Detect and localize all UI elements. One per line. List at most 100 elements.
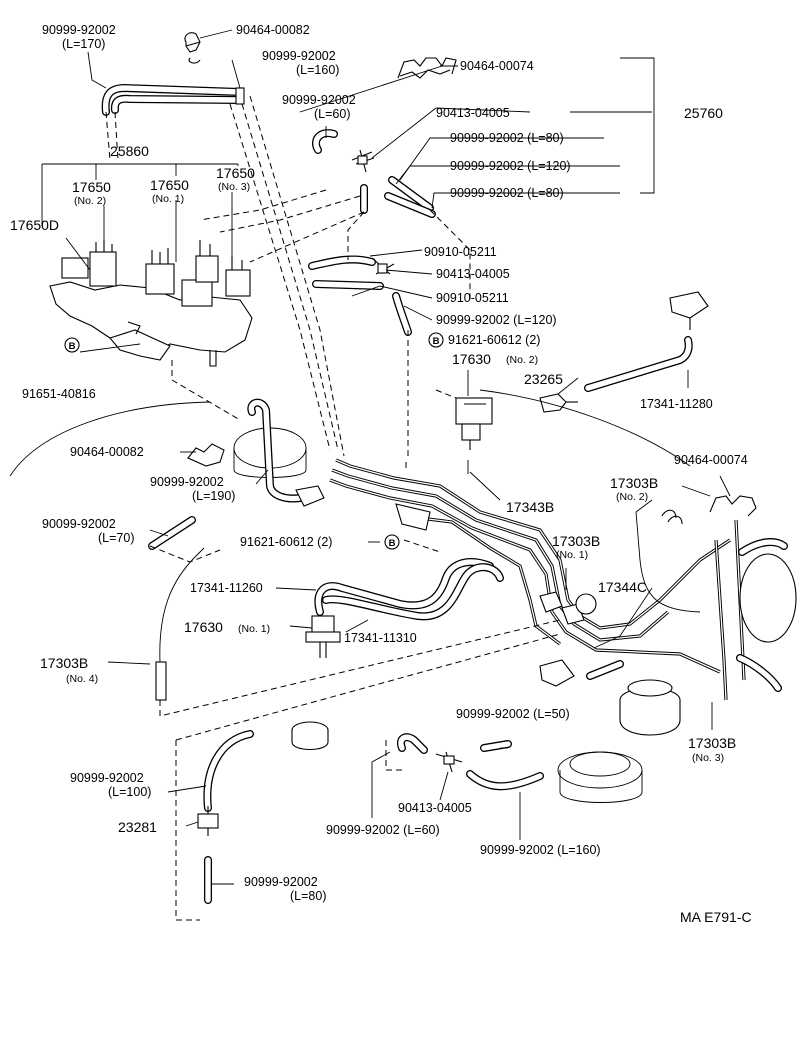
label-c12b: (No. 2) — [74, 195, 106, 207]
label-c11: 25860 — [110, 143, 149, 159]
hoses-l80-l120-l80-top — [360, 176, 436, 218]
label-c29b: (No. 2) — [616, 491, 648, 503]
body-outline — [9, 389, 691, 477]
label-c10: 90999-92002 (L=80) — [450, 186, 564, 200]
hose-l60-bottom — [397, 733, 428, 754]
label-c24: 91651-40816 — [22, 387, 96, 401]
hose-l170-l160 — [101, 83, 245, 116]
label-c02: 90464-00082 — [236, 23, 310, 37]
bolt-marker-b2: B — [64, 337, 80, 353]
vsv-17630-no1 — [305, 615, 341, 658]
clip-90464-00082-mid — [187, 443, 225, 467]
label-c17: 90413-04005 — [436, 267, 510, 281]
hose-l70 — [148, 516, 196, 550]
label-c40: 17303B — [688, 735, 736, 751]
label-c06: 90413-04005 — [436, 106, 510, 120]
tee-90413-04005-bottom — [435, 751, 463, 773]
label-c37b: (No. 4) — [66, 673, 98, 685]
bolt-marker-b1: B — [428, 332, 444, 348]
hose-90910-05211-lower — [312, 280, 384, 290]
label-c26: 90999-92002 — [150, 475, 224, 489]
dashed-routing-lines — [105, 95, 561, 921]
label-c37: 17303B — [40, 655, 88, 671]
label-c28: 90464-00074 — [674, 453, 748, 467]
small-valve-lower — [539, 659, 624, 687]
label-c35: 17630 — [184, 619, 223, 635]
label-c29: 17303B — [610, 475, 658, 491]
label-c12: 17650 — [72, 179, 111, 195]
label-c14: 17650 — [216, 165, 255, 181]
distributor-outline — [557, 751, 643, 803]
bolt-marker-letter: B — [433, 336, 440, 347]
label-c33: 17341-11260 — [190, 581, 263, 595]
label-c03: 90999-92002 — [262, 49, 336, 63]
label-c05b: (L=60) — [314, 107, 350, 121]
label-c27: 17343B — [506, 499, 554, 515]
tee-90413-04005-top — [351, 149, 375, 173]
sensor-lower-mid — [291, 721, 329, 751]
diaphragm-lower — [619, 679, 681, 736]
label-c40b: (No. 3) — [692, 752, 724, 764]
label-c01b: (L=170) — [62, 37, 105, 51]
actuator-right — [736, 538, 797, 692]
label-c22: 23265 — [524, 371, 563, 387]
clip-90464-00082-top — [184, 32, 201, 64]
filter-23281 — [197, 806, 219, 836]
label-c46: MA E791-C — [680, 909, 752, 925]
label-c43: 90999-92002 (L=60) — [326, 823, 440, 837]
hose-90910-05211-upper — [308, 255, 376, 270]
label-c03b: (L=160) — [296, 63, 339, 77]
label-c20: 91621-60612 (2) — [448, 333, 540, 347]
label-c39b: (L=100) — [108, 785, 151, 799]
vsv-17630-no2 — [455, 397, 493, 450]
vsv-bracket-assembly — [49, 240, 253, 367]
label-c45b: (L=80) — [290, 889, 326, 903]
label-c23: 17341-11280 — [640, 397, 713, 411]
label-c32: 17303B — [552, 533, 600, 549]
hose-17341-11280 — [584, 336, 693, 392]
label-c21b: (No. 2) — [506, 354, 538, 366]
label-c39: 90999-92002 — [70, 771, 144, 785]
label-c26b: (L=190) — [192, 489, 235, 503]
label-c30b: (L=70) — [98, 531, 134, 545]
hose-l60-small — [312, 129, 338, 154]
label-c41: 23281 — [118, 819, 157, 835]
label-c05: 90999-92002 — [282, 93, 356, 107]
hose-l160-bottom — [466, 770, 544, 791]
hose-l50 — [480, 740, 512, 752]
label-c09: 90999-92002 (L=120) — [450, 159, 571, 173]
label-c44: 90999-92002 (L=160) — [480, 843, 601, 857]
label-c13b: (No. 1) — [152, 193, 184, 205]
label-c19: 90999-92002 (L=120) — [436, 313, 557, 327]
bolt-marker-b3: B — [384, 534, 400, 550]
part-labels: 90999-92002 (L=170) 90464-00082 90999-92… — [10, 23, 752, 925]
label-c34: 17344C — [598, 579, 647, 595]
leader-lines — [41, 29, 731, 885]
label-c16: 90910-05211 — [424, 245, 497, 259]
hose-l100 — [203, 730, 254, 812]
hose-17341-11310 — [322, 563, 504, 621]
label-c04: 90464-00074 — [460, 59, 534, 73]
label-c07: 25760 — [684, 105, 723, 121]
label-c08: 90999-92002 (L=80) — [450, 131, 564, 145]
label-c25: 90464-00082 — [70, 445, 144, 459]
hose-17341-11260 — [314, 558, 494, 616]
label-c14b: (No. 3) — [218, 181, 250, 193]
tee-90413-04005-mid — [371, 257, 395, 275]
connector-top-right — [669, 291, 709, 330]
label-c42: 90413-04005 — [398, 801, 472, 815]
bolt-marker-letter: B — [389, 538, 396, 549]
clip-90464-00074-right — [661, 495, 757, 525]
filter-23265 — [539, 393, 578, 413]
label-c30: 90099-92002 — [42, 517, 116, 531]
label-c32b: (No. 1) — [556, 549, 588, 561]
label-c21: 17630 — [452, 351, 491, 367]
label-c15: 17650D — [10, 217, 59, 233]
label-c45: 90999-92002 — [244, 875, 318, 889]
tube-17303b-no4 — [155, 547, 205, 701]
label-c01: 90999-92002 — [42, 23, 116, 37]
label-c35b: (No. 1) — [238, 623, 270, 635]
hose-l190 — [247, 398, 325, 507]
label-c18: 90910-05211 — [436, 291, 509, 305]
